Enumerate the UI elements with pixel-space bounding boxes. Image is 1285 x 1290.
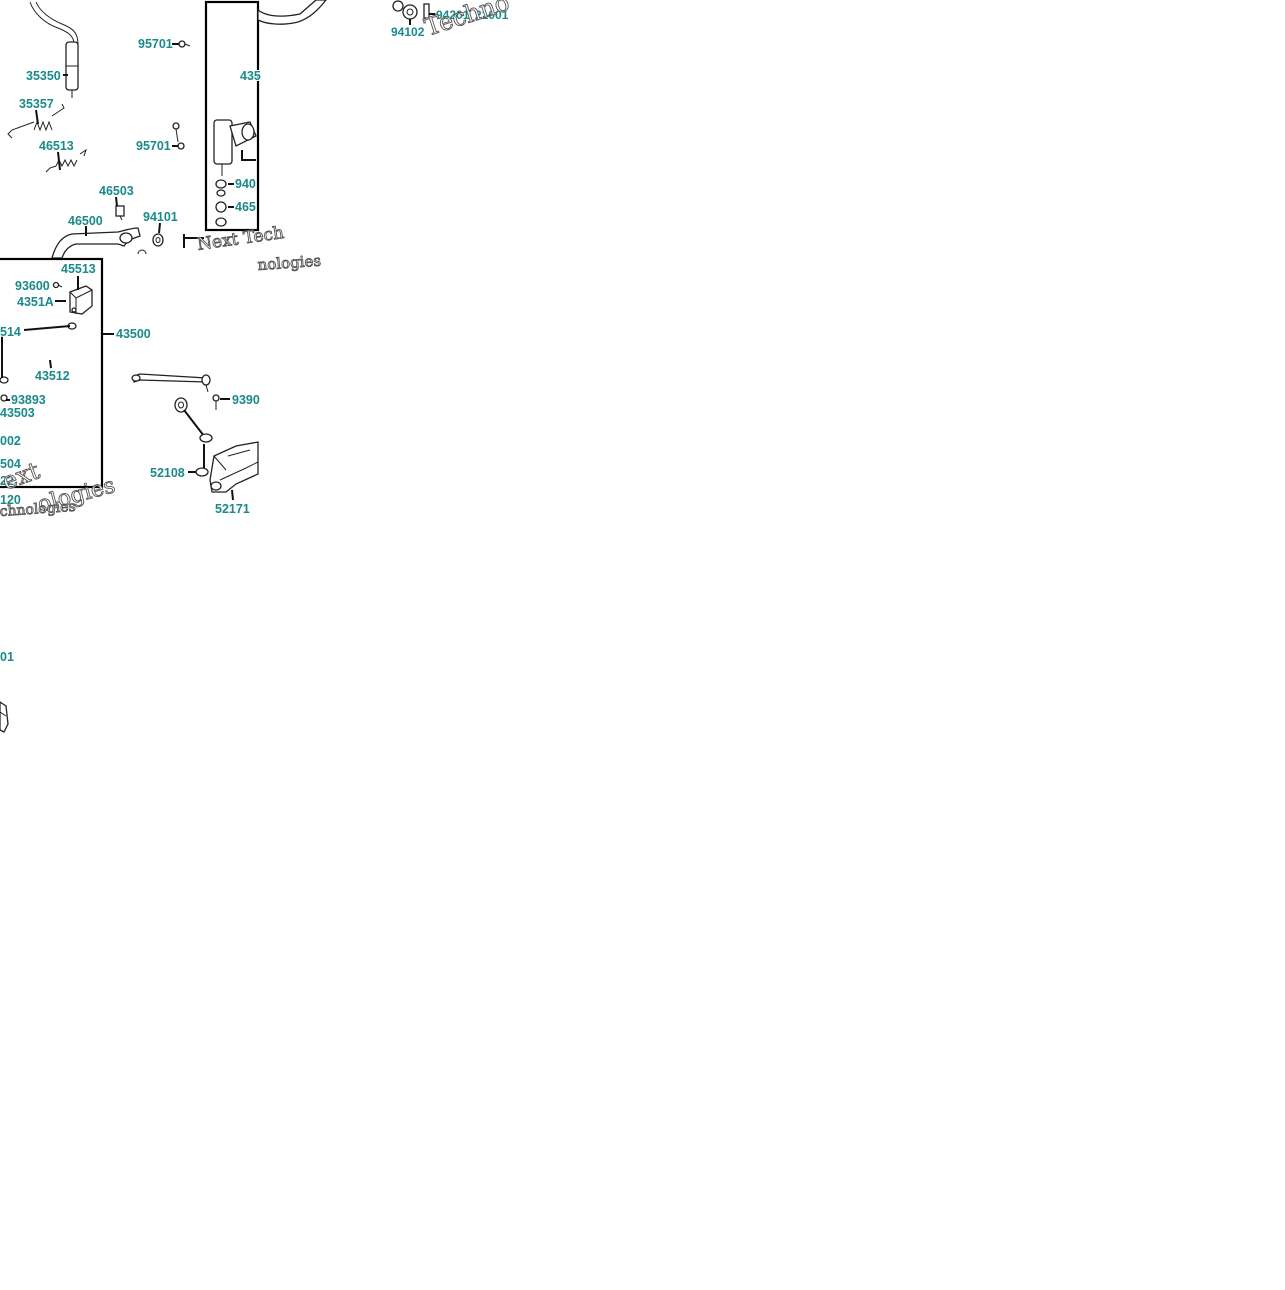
label-940-partial: 940 [235, 177, 256, 191]
assembly-frame-bottom [0, 257, 104, 489]
label-465-partial: 465 [235, 200, 256, 214]
brake-lever-top [257, 0, 327, 25]
washer-52108 [195, 467, 209, 477]
washer-940 [215, 179, 227, 189]
label-435-partial: 435 [240, 69, 261, 83]
label-46503: 46503 [99, 184, 134, 198]
lower-strip-tile [0, 701, 9, 733]
label-4351A: 4351A [17, 295, 54, 309]
watermark-nologies: nologies [257, 252, 322, 274]
partial-bracket-bottom [0, 701, 9, 733]
washer-94101 [152, 233, 164, 247]
label-504-partial: 504 [0, 457, 21, 471]
label-93600: 93600 [15, 279, 50, 293]
part-labels: 95701 35350 35357 95701 46513 46503 4650… [0, 7, 510, 665]
label-43500: 43500 [116, 327, 151, 341]
washer-upper [174, 397, 188, 413]
label-002-partial: 002 [0, 434, 21, 448]
label-43503: 43503 [0, 406, 35, 420]
label-94201: 94201 [436, 8, 470, 22]
lower-middle-tile [131, 373, 259, 501]
label-94101: 94101 [143, 210, 178, 224]
upper-middle-tile [183, 0, 260, 248]
bolt-9390 [212, 394, 220, 410]
label-9390-partial: 9390 [232, 393, 260, 407]
master-cylinder-body [213, 119, 233, 165]
spring-35357 [7, 103, 65, 139]
label-22-partial: 22 [0, 474, 14, 488]
label-46500: 46500 [68, 214, 103, 228]
label-21001: 21001 [475, 8, 509, 22]
washer-93893 [0, 394, 8, 402]
label-120-partial: 120 [0, 493, 21, 507]
spring-46513 [45, 148, 87, 173]
watermark-next-tech: Next Tech [196, 223, 285, 255]
lower-left-tile [0, 257, 114, 489]
upper-right-tile [257, 0, 436, 25]
label-46513: 46513 [39, 139, 74, 153]
upper-left-tile [7, 1, 191, 259]
label-95701-top: 95701 [138, 37, 173, 51]
screw-93600 [52, 281, 63, 289]
label-35357: 35357 [19, 97, 54, 111]
label-45513: 45513 [61, 262, 96, 276]
label-95701-mid: 95701 [136, 139, 171, 153]
label-52171: 52171 [215, 502, 250, 516]
label-514-partial: 514 [0, 325, 21, 339]
bolt-94201 [423, 3, 430, 19]
label-93893: 93893 [11, 393, 46, 407]
brake-rod [133, 373, 207, 383]
pin-46503 [115, 205, 125, 221]
seal-465 [215, 201, 227, 213]
pedal-arm-46500 [51, 227, 141, 259]
label-52108: 52108 [150, 466, 185, 480]
label-35350: 35350 [26, 69, 61, 83]
assembly-frame-top [204, 0, 260, 232]
cable-35350 [29, 1, 75, 45]
label-01-partial: 01 [0, 650, 14, 664]
bolt-95701-top [178, 40, 191, 48]
label-94102: 94102 [391, 25, 425, 39]
watermark-chnologies: chnologies [0, 499, 76, 520]
label-43512: 43512 [35, 369, 70, 383]
washer-94102 [392, 0, 418, 20]
